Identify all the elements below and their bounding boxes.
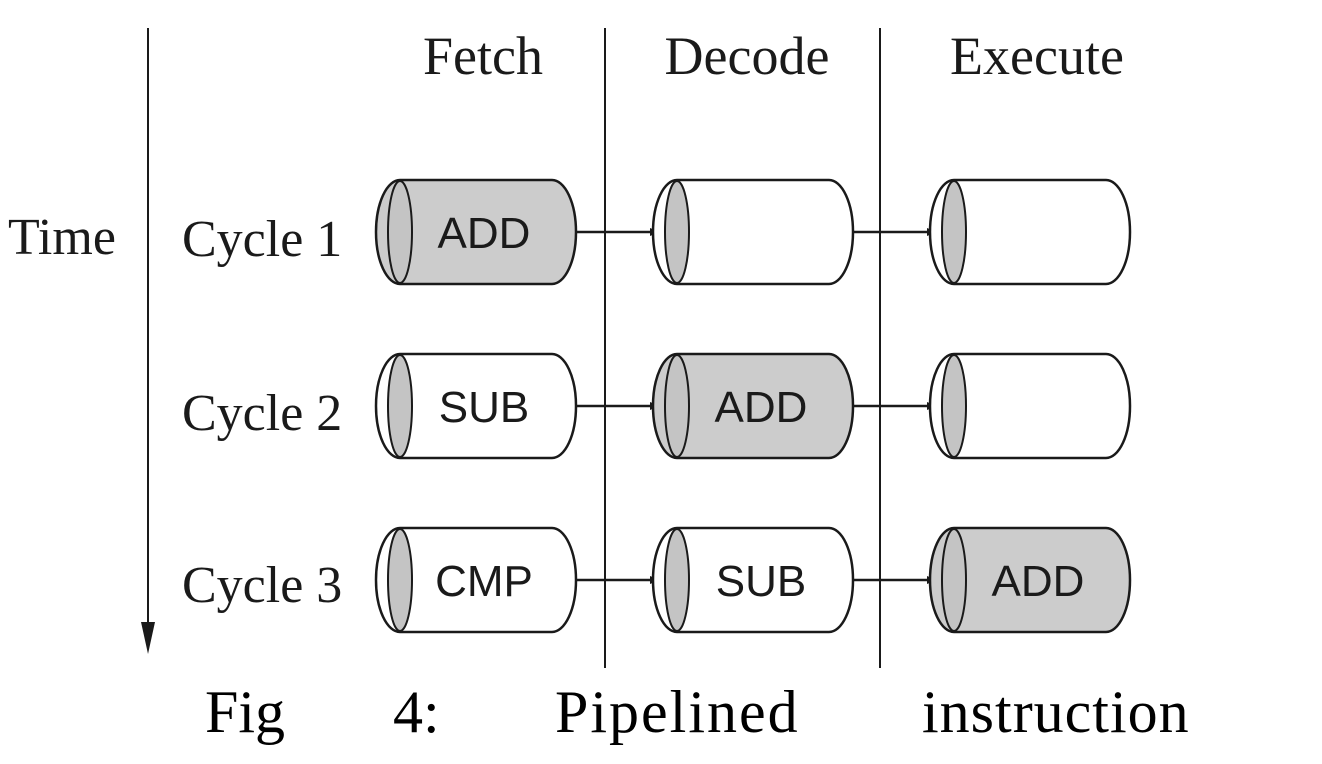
cycle-label-2: Cycle 2	[182, 385, 342, 442]
cylinder-end-cap	[387, 180, 413, 284]
instruction-label: ADD	[715, 383, 808, 432]
cylinder-body	[651, 352, 855, 460]
cylinder-body	[651, 178, 855, 286]
cylinder-end-cap	[387, 354, 413, 458]
cylinder-body	[651, 526, 855, 634]
instruction-label: SUB	[439, 383, 529, 432]
pipeline-cell-r3-c3: ADD	[928, 526, 1132, 634]
instruction-label: CMP	[435, 557, 533, 606]
caption-word-instruction: instruction	[922, 679, 1190, 745]
cylinder-end-cap	[387, 528, 413, 632]
time-label: Time	[8, 209, 116, 266]
pipeline-cell-r1-c2	[651, 178, 855, 286]
stage-header-decode: Decode	[665, 26, 830, 86]
cylinder-body	[374, 526, 578, 634]
pipeline-cell-r2-c1: SUB	[374, 352, 578, 460]
pipeline-cell-r1-c3	[928, 178, 1132, 286]
stage-header-fetch: Fetch	[423, 26, 543, 86]
cylinder-end-cap	[664, 528, 690, 632]
caption-word-fig: Fig	[205, 679, 285, 745]
instruction-label: SUB	[716, 557, 806, 606]
instruction-label: ADD	[992, 557, 1085, 606]
pipeline-cells: ADD SUB ADD CMP SUB ADD	[374, 178, 1132, 634]
cylinder-end-cap	[664, 180, 690, 284]
pipeline-cell-r2-c3	[928, 352, 1132, 460]
pipeline-cell-r1-c1: ADD	[374, 178, 578, 286]
cylinder-body	[928, 178, 1132, 286]
caption-word-pipelined: Pipelined	[555, 679, 800, 745]
pipeline-cell-r3-c1: CMP	[374, 526, 578, 634]
cylinder-body	[374, 352, 578, 460]
cylinder-body	[928, 352, 1132, 460]
instruction-label: ADD	[438, 209, 531, 258]
caption-word-number: 4:	[393, 679, 440, 745]
cylinder-end-cap	[664, 354, 690, 458]
pipeline-cell-r2-c2: ADD	[651, 352, 855, 460]
cycle-label-1: Cycle 1	[182, 211, 342, 268]
cylinder-body	[374, 178, 578, 286]
cycle-label-3: Cycle 3	[182, 557, 342, 614]
cylinder-end-cap	[941, 528, 967, 632]
pipeline-cell-r3-c2: SUB	[651, 526, 855, 634]
cylinder-end-cap	[941, 180, 967, 284]
cylinder-body	[928, 526, 1132, 634]
cylinder-end-cap	[941, 354, 967, 458]
stage-header-execute: Execute	[950, 26, 1124, 86]
time-axis-arrowhead	[141, 622, 155, 654]
